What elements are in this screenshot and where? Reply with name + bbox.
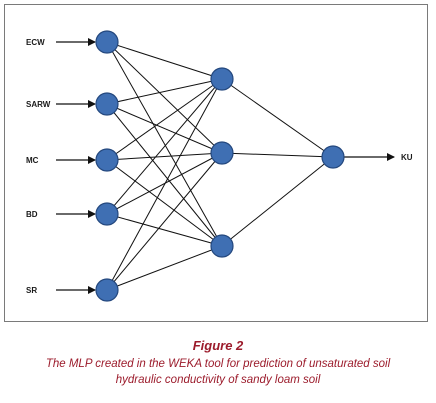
input-node-mc bbox=[95, 148, 119, 172]
edge-hidden-1-output bbox=[221, 78, 334, 158]
input-label-sr: SR bbox=[26, 286, 37, 295]
figure-caption: The MLP created in the WEKA tool for pre… bbox=[45, 358, 391, 386]
edge-hidden-3-output bbox=[221, 156, 334, 247]
input-label-mc: MC bbox=[26, 156, 39, 165]
output-node bbox=[321, 145, 345, 169]
figure-frame bbox=[4, 4, 428, 322]
edge-input-3-hidden-3 bbox=[106, 159, 223, 247]
mlp-network-diagram: ECW SARW MC BD SR KU bbox=[26, 30, 413, 302]
figure-number: Figure 2 bbox=[192, 338, 244, 353]
edge-input-1-hidden-2 bbox=[106, 41, 223, 154]
edge-input-3-hidden-1 bbox=[106, 78, 223, 161]
edge-input-4-hidden-1 bbox=[106, 78, 223, 215]
edge-input-1-hidden-3 bbox=[106, 41, 223, 247]
input-node-bd bbox=[95, 202, 119, 226]
input-label-sarw: SARW bbox=[26, 100, 51, 109]
input-node-ecw bbox=[95, 30, 119, 54]
edge-input-5-hidden-1 bbox=[106, 78, 223, 291]
edge-input-3-hidden-2 bbox=[106, 152, 223, 161]
edge-hidden-2-output bbox=[221, 152, 334, 158]
input-label-bd: BD bbox=[26, 210, 38, 219]
output-label: KU bbox=[401, 153, 413, 162]
caption-block: Figure 2 The MLP created in the WEKA too… bbox=[0, 338, 436, 388]
edge-input-2-hidden-1 bbox=[106, 78, 223, 105]
hidden-node-2 bbox=[210, 141, 234, 165]
edge-input-2-hidden-3 bbox=[106, 103, 223, 247]
edge-input-5-hidden-2 bbox=[106, 152, 223, 291]
edge-input-2-hidden-2 bbox=[106, 103, 223, 154]
edge-input-4-hidden-3 bbox=[106, 213, 223, 247]
hidden-node-1 bbox=[210, 67, 234, 91]
edge-input-1-hidden-1 bbox=[106, 41, 223, 80]
input-label-ecw: ECW bbox=[26, 38, 45, 47]
edge-input-5-hidden-3 bbox=[106, 245, 223, 291]
input-node-sr bbox=[95, 278, 119, 302]
input-node-sarw bbox=[95, 92, 119, 116]
hidden-node-3 bbox=[210, 234, 234, 258]
